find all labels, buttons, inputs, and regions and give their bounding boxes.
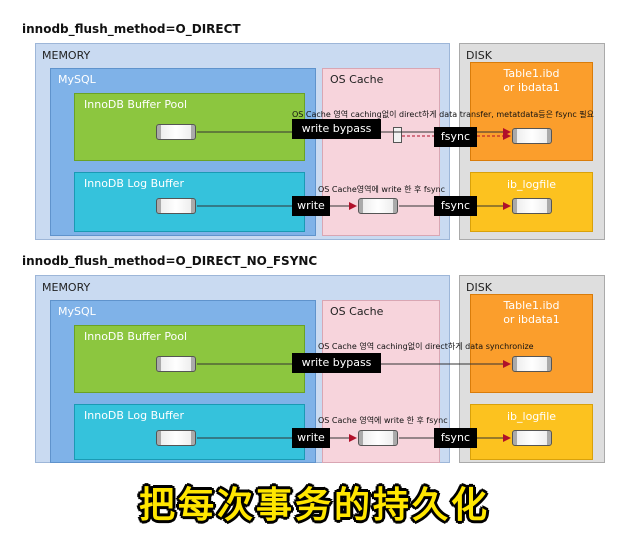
buffer-pool-label: InnoDB Buffer Pool	[84, 98, 188, 111]
write-tag-2: write	[292, 428, 330, 448]
bypass-note: OS Cache 영역 caching없이 direct하게 data tran…	[292, 110, 595, 119]
os-cache-page-icon	[358, 198, 398, 214]
log-note: OS Cache영역에 write 한 후 fsync	[318, 185, 446, 194]
datafile-label-1-2: Table1.ibd	[503, 299, 560, 312]
bypass-note-2: OS Cache 영역 caching없이 direct하게 data sync…	[318, 342, 534, 351]
disk-label-2: DISK	[466, 281, 492, 294]
memory-label: MEMORY	[42, 49, 91, 62]
log-buffer-page-icon	[156, 198, 196, 214]
section2-heading: innodb_flush_method=O_DIRECT_NO_FSYNC	[22, 254, 318, 268]
os-cache-label-2: OS Cache	[330, 305, 384, 318]
section1-heading: innodb_flush_method=O_DIRECT	[22, 22, 241, 36]
logfile-page-icon-2	[512, 430, 552, 446]
log-buffer-page-icon-2	[156, 430, 196, 446]
os-cache-metadata-icon	[393, 127, 402, 143]
disk-label: DISK	[466, 49, 492, 62]
logfile-page-icon	[512, 198, 552, 214]
memory-label-2: MEMORY	[42, 281, 91, 294]
log-buffer-label: InnoDB Log Buffer	[84, 177, 184, 190]
fsync-tag-bottom-2: fsync	[434, 428, 477, 448]
buffer-pool-page-icon	[156, 124, 196, 140]
log-note-2: OS Cache 영역에 write 한 후 fsync	[318, 416, 448, 425]
datafile-page-icon	[512, 128, 552, 144]
buffer-pool-label-2: InnoDB Buffer Pool	[84, 330, 188, 343]
log-buffer-label-2: InnoDB Log Buffer	[84, 409, 184, 422]
video-caption: 把每次事务的持久化	[138, 485, 490, 526]
mysql-label-2: MySQL	[58, 305, 96, 318]
datafile-box-2	[470, 294, 593, 393]
os-cache-label: OS Cache	[330, 73, 384, 86]
logfile-label-2: ib_logfile	[506, 410, 557, 423]
write-tag: write	[292, 196, 330, 216]
write-bypass-tag-2: write bypass	[292, 353, 381, 373]
logfile-label: ib_logfile	[506, 178, 557, 191]
datafile-label-1: Table1.ibd	[503, 67, 560, 80]
mysql-label: MySQL	[58, 73, 96, 86]
buffer-pool-page-icon-2	[156, 356, 196, 372]
datafile-label-2-2: or ibdata1	[503, 313, 560, 326]
write-bypass-tag: write bypass	[292, 119, 381, 139]
fsync-tag-bottom: fsync	[434, 196, 477, 216]
fsync-tag-top: fsync	[434, 127, 477, 147]
datafile-page-icon-2	[512, 356, 552, 372]
datafile-box	[470, 62, 593, 161]
datafile-label-2: or ibdata1	[503, 81, 560, 94]
os-cache-page-icon-2	[358, 430, 398, 446]
